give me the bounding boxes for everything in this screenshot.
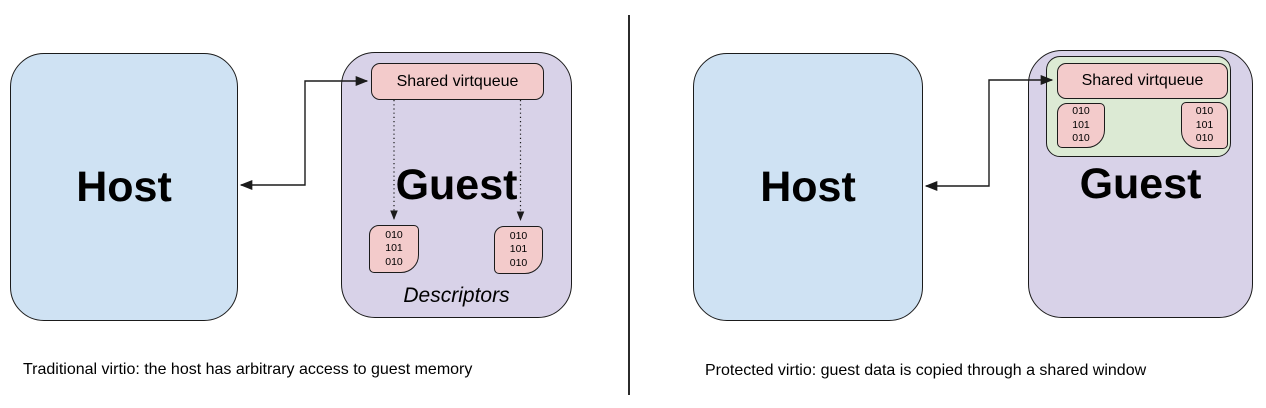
bits-line: 010	[1072, 132, 1090, 145]
left-host-label: Host	[76, 162, 172, 211]
bits-line: 010	[1195, 132, 1214, 145]
left-guest-label: Guest	[395, 160, 518, 209]
left-descriptor-box-2: 010 101 010	[494, 226, 543, 274]
bits-line: 010	[1072, 105, 1090, 118]
bits-line: 101	[509, 243, 528, 256]
left-guest-box: Guest Shared virtqueue 010 101 010 010 1…	[341, 52, 572, 318]
bits-line: 010	[385, 255, 403, 268]
right-host-box: Host	[693, 53, 923, 321]
bits-line: 010	[509, 229, 528, 242]
bits-line: 010	[509, 256, 528, 269]
bits-line: 101	[1195, 118, 1214, 131]
right-descriptor-box-1: 010 101 010	[1057, 103, 1105, 148]
right-descriptor-box-2: 010 101 010	[1181, 102, 1228, 149]
panel-divider-line	[628, 15, 630, 395]
descriptors-label: Descriptors	[403, 284, 510, 307]
bits-line: 010	[385, 228, 403, 241]
right-caption: Protected virtio: guest data is copied t…	[705, 362, 1147, 379]
right-guest-box: Guest Shared virtqueue 010 101 010 010 1…	[1028, 50, 1253, 318]
right-shared-virtqueue-label: Shared virtqueue	[1081, 72, 1204, 89]
left-host-box: Host	[10, 53, 238, 321]
right-shared-virtqueue-box: Shared virtqueue	[1057, 63, 1228, 99]
left-caption: Traditional virtio: the host has arbitra…	[23, 361, 473, 378]
left-descriptor-box-1: 010 101 010	[369, 225, 419, 273]
left-shared-virtqueue-label: Shared virtqueue	[396, 72, 519, 90]
shared-window-box: Shared virtqueue 010 101 010 010 101 010	[1046, 56, 1231, 157]
bits-line: 101	[1072, 118, 1090, 131]
right-guest-label: Guest	[1079, 159, 1202, 208]
bits-line: 101	[385, 242, 403, 255]
bits-line: 010	[1195, 105, 1214, 118]
right-host-label: Host	[760, 162, 856, 211]
left-shared-virtqueue-box: Shared virtqueue	[371, 63, 544, 100]
